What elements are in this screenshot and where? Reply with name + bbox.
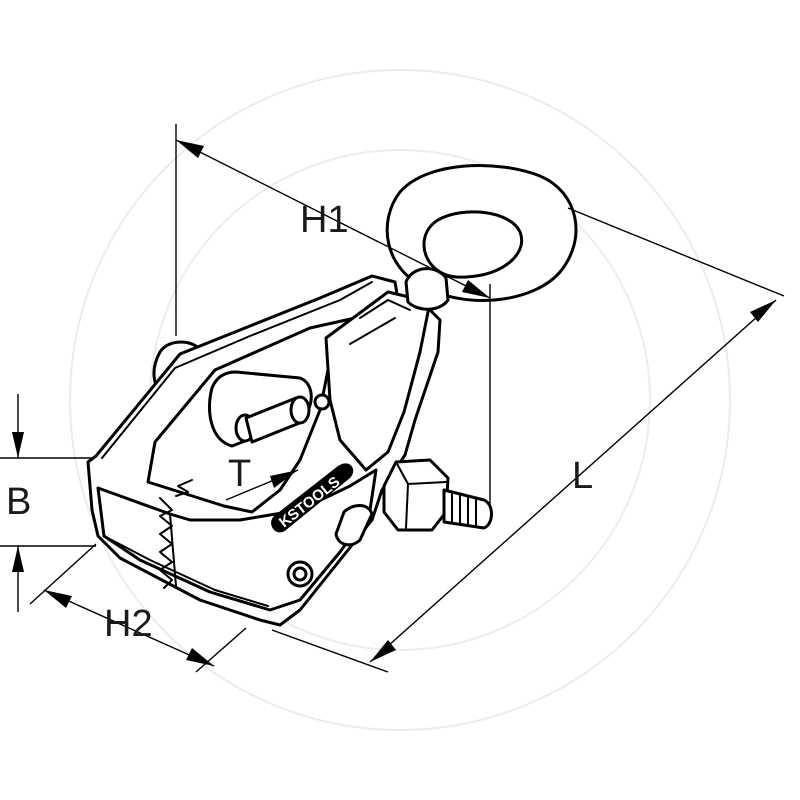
clamp-tool: KSTOOLS xyxy=(86,164,578,627)
dim-label-h2: H2 xyxy=(104,603,153,645)
side-hole xyxy=(313,393,331,411)
dim-label-b: B xyxy=(6,481,31,523)
hex-nut xyxy=(382,458,450,532)
eye-bolt-neck xyxy=(404,267,450,311)
dimension-lines xyxy=(0,124,785,673)
jaw-teeth xyxy=(159,497,173,589)
dim-label-l: L xyxy=(572,455,593,497)
bolt-threads xyxy=(451,491,477,528)
dim-label-h1: H1 xyxy=(300,199,349,241)
dim-label-t: T xyxy=(228,453,251,495)
side-slot xyxy=(334,504,374,547)
upper-arm-ridge xyxy=(101,281,373,459)
eye-ring-hole xyxy=(422,210,524,279)
